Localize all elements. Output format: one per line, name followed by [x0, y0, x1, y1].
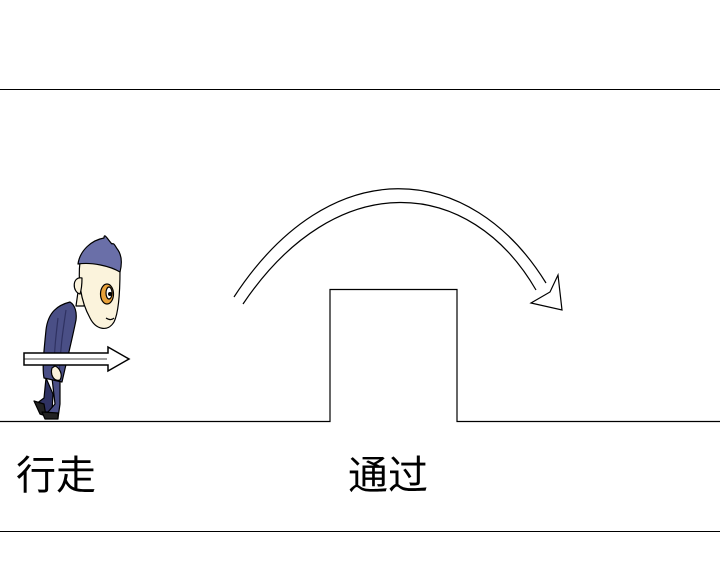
pass-label: 通过 [348, 453, 428, 499]
ground-with-obstacle [0, 288, 720, 423]
walking-man-icon [33, 235, 122, 420]
curved-arrow-icon [233, 188, 563, 311]
right-arrow-icon [23, 345, 131, 373]
walk-label: 行走 [16, 453, 96, 499]
